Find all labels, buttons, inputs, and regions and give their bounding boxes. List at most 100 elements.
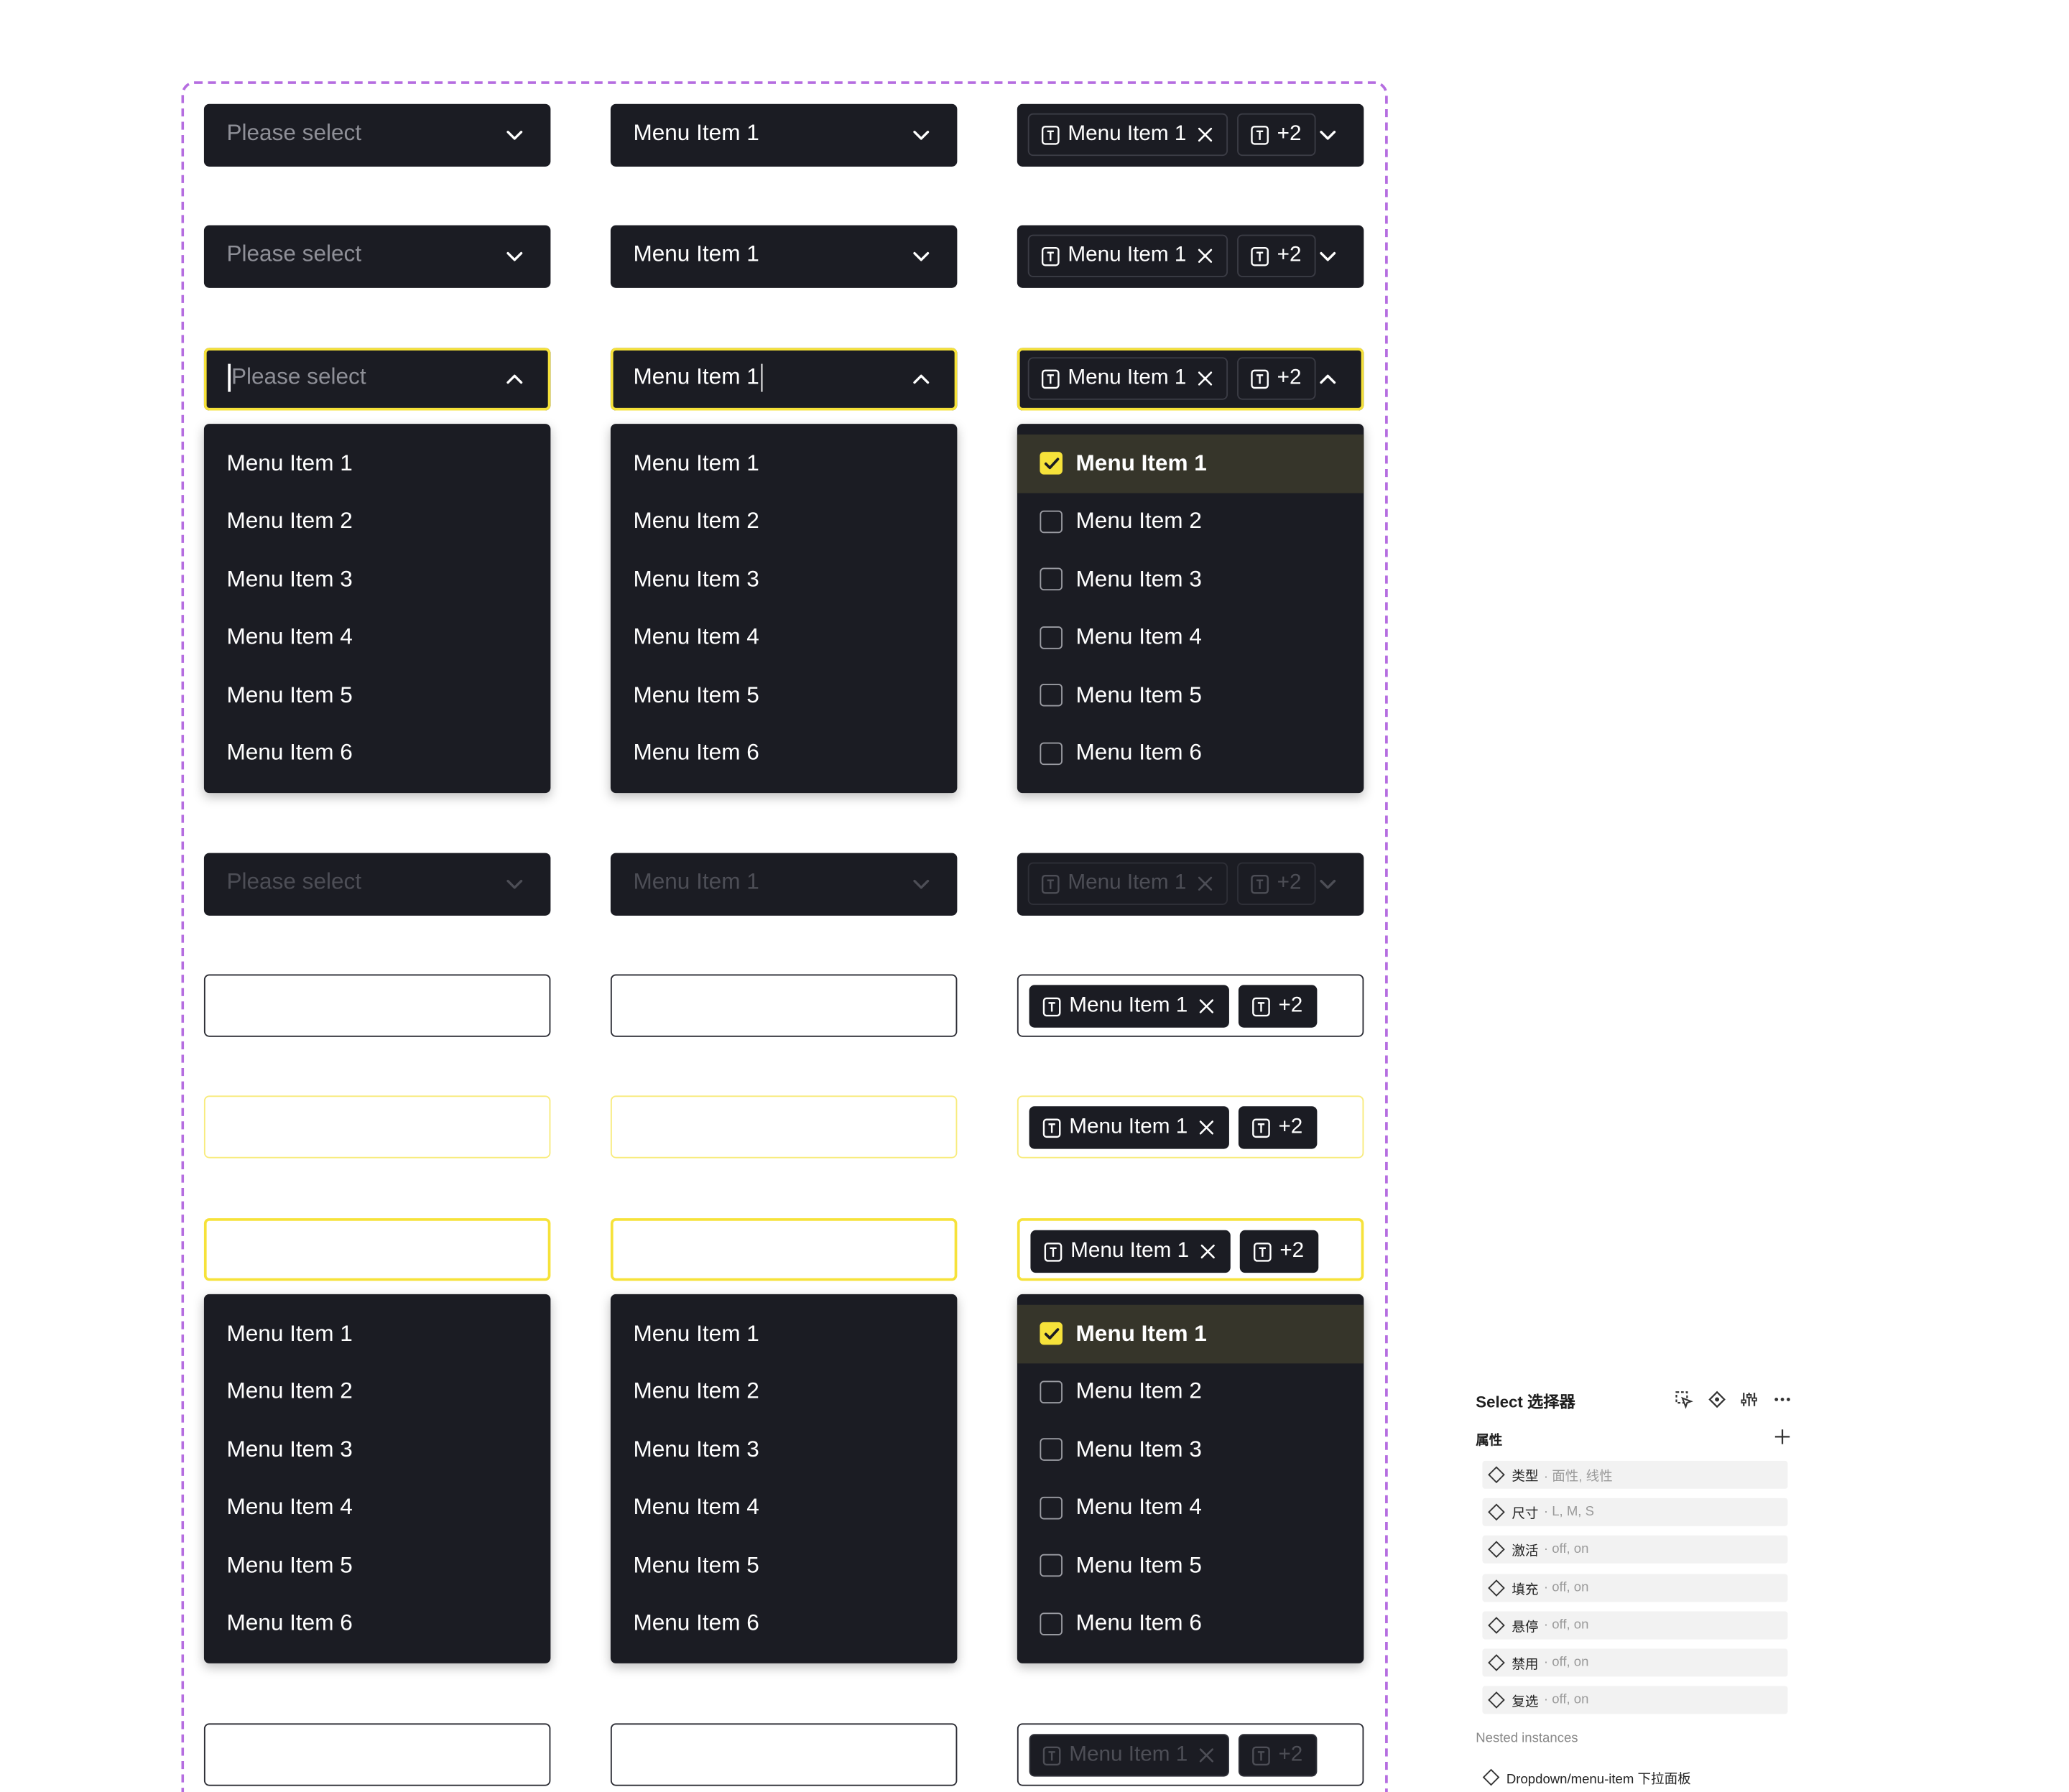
close-icon[interactable] <box>1197 876 1213 891</box>
checkbox-icon[interactable] <box>1040 510 1063 533</box>
property-row[interactable]: 禁用· off, on <box>1482 1648 1788 1677</box>
close-icon[interactable] <box>1198 1747 1214 1763</box>
menu-item[interactable]: Menu Item 4 <box>1017 1479 1364 1537</box>
menu-item[interactable]: Menu Item 1 <box>204 435 550 493</box>
select-multiple-tags-outline-default[interactable]: Menu Item 1+2 <box>1017 974 1364 1037</box>
checkbox-checked-icon[interactable] <box>1040 1322 1063 1345</box>
close-icon[interactable] <box>1197 248 1213 264</box>
menu-item[interactable]: Menu Item 5 <box>611 667 957 725</box>
tag-overflow-chip[interactable]: +2 <box>1238 985 1318 1028</box>
menu-item[interactable]: Menu Item 3 <box>1017 1421 1364 1479</box>
tag-chip[interactable]: Menu Item 1 <box>1030 1230 1231 1273</box>
select-multiple-tags-filled-default[interactable]: Menu Item 1+2 <box>1017 103 1364 167</box>
select-single-placeholder-outline-hover[interactable] <box>203 1095 551 1159</box>
checkbox-icon[interactable] <box>1040 626 1063 649</box>
tag-chip[interactable]: Menu Item 1 <box>1027 113 1228 157</box>
close-icon[interactable] <box>1197 126 1213 142</box>
tag-overflow-chip[interactable]: +2 <box>1239 1230 1319 1273</box>
menu-item[interactable]: Menu Item 6 <box>611 725 957 783</box>
menu-item[interactable]: Menu Item 1 <box>1017 1304 1364 1363</box>
select-single-placeholder-filled-hover[interactable]: Please select <box>203 225 551 288</box>
select-single-placeholder-outline-default[interactable] <box>203 974 551 1037</box>
menu-item[interactable]: Menu Item 5 <box>1017 667 1364 725</box>
menu-item[interactable]: Menu Item 5 <box>1017 1537 1364 1595</box>
text-file-icon <box>1251 246 1269 266</box>
checkbox-icon[interactable] <box>1040 1438 1063 1462</box>
select-single-selected-filled-active[interactable]: Menu Item 1 <box>610 348 958 411</box>
menu-item[interactable]: Menu Item 3 <box>611 1421 957 1479</box>
menu-item[interactable]: Menu Item 1 <box>204 1305 550 1363</box>
property-row[interactable]: 类型· 面性, 线性 <box>1482 1460 1788 1489</box>
menu-item[interactable]: Menu Item 4 <box>204 608 550 667</box>
menu-item[interactable]: Menu Item 3 <box>204 550 550 608</box>
property-row[interactable]: 尺寸· L, M, S <box>1482 1498 1788 1527</box>
checkbox-icon[interactable] <box>1040 742 1063 765</box>
nested-instance-item[interactable]: Dropdown/menu-item 下拉面板 <box>1482 1768 1691 1787</box>
adjust-icon[interactable] <box>1740 1390 1759 1408</box>
property-row[interactable]: 填充· off, on <box>1482 1573 1788 1602</box>
select-single-selected-filled-hover[interactable]: Menu Item 1 <box>610 225 958 288</box>
select-single-placeholder-filled-default[interactable]: Please select <box>203 103 551 167</box>
menu-item[interactable]: Menu Item 2 <box>204 1362 550 1421</box>
select-multiple-tags-outline-active[interactable]: Menu Item 1+2 <box>1017 1218 1364 1281</box>
tag-chip[interactable]: Menu Item 1 <box>1027 234 1228 277</box>
tag-chip[interactable]: Menu Item 1 <box>1029 985 1229 1028</box>
select-multiple-tags-filled-active[interactable]: Menu Item 1+2 <box>1017 348 1364 411</box>
tag-chip[interactable]: Menu Item 1 <box>1027 357 1228 400</box>
menu-item[interactable]: Menu Item 1 <box>1017 434 1364 493</box>
checkbox-icon[interactable] <box>1040 1496 1063 1519</box>
menu-item[interactable]: Menu Item 1 <box>611 1305 957 1363</box>
menu-item[interactable]: Menu Item 6 <box>1017 725 1364 783</box>
tag-overflow-chip[interactable]: +2 <box>1236 234 1316 277</box>
select-single-placeholder-outline-active[interactable] <box>203 1218 551 1281</box>
menu-item[interactable]: Menu Item 2 <box>611 493 957 551</box>
menu-item[interactable]: Menu Item 6 <box>611 1594 957 1653</box>
menu-item[interactable]: Menu Item 3 <box>1017 550 1364 608</box>
menu-item[interactable]: Menu Item 4 <box>611 1479 957 1537</box>
property-row[interactable]: 悬停· off, on <box>1482 1611 1788 1640</box>
menu-item[interactable]: Menu Item 2 <box>1017 493 1364 551</box>
plus-icon[interactable] <box>1773 1427 1792 1446</box>
menu-item[interactable]: Menu Item 5 <box>611 1537 957 1595</box>
menu-item[interactable]: Menu Item 6 <box>1017 1594 1364 1653</box>
close-icon[interactable] <box>1200 1243 1216 1259</box>
select-single-selected-outline-active[interactable] <box>610 1218 958 1281</box>
checkbox-icon[interactable] <box>1040 1380 1063 1403</box>
property-row[interactable]: 激活· off, on <box>1482 1536 1788 1564</box>
select-single-selected-outline-default[interactable] <box>610 974 958 1037</box>
tag-chip[interactable]: Menu Item 1 <box>1029 1106 1229 1149</box>
property-row[interactable]: 复选· off, on <box>1482 1686 1788 1714</box>
component-icon[interactable] <box>1708 1390 1726 1408</box>
checkbox-checked-icon[interactable] <box>1040 452 1063 475</box>
menu-item[interactable]: Menu Item 3 <box>611 550 957 608</box>
menu-item[interactable]: Menu Item 4 <box>611 608 957 667</box>
tag-overflow-chip[interactable]: +2 <box>1238 1106 1318 1149</box>
menu-item[interactable]: Menu Item 2 <box>204 493 550 551</box>
tag-overflow-chip[interactable]: +2 <box>1236 357 1316 400</box>
menu-item[interactable]: Menu Item 6 <box>204 1594 550 1653</box>
select-instance-icon[interactable] <box>1675 1390 1693 1409</box>
menu-item[interactable]: Menu Item 2 <box>611 1362 957 1421</box>
menu-item[interactable]: Menu Item 2 <box>1017 1362 1364 1421</box>
menu-item[interactable]: Menu Item 6 <box>204 725 550 783</box>
select-single-selected-outline-hover[interactable] <box>610 1095 958 1159</box>
checkbox-icon[interactable] <box>1040 684 1063 707</box>
menu-item[interactable]: Menu Item 5 <box>204 1537 550 1595</box>
close-icon[interactable] <box>1197 371 1213 386</box>
tag-overflow-chip[interactable]: +2 <box>1236 113 1316 157</box>
menu-item[interactable]: Menu Item 4 <box>1017 608 1364 667</box>
menu-item[interactable]: Menu Item 3 <box>204 1421 550 1479</box>
select-single-placeholder-filled-active[interactable]: Please select <box>203 348 551 411</box>
more-icon[interactable] <box>1773 1390 1792 1408</box>
menu-item[interactable]: Menu Item 5 <box>204 667 550 725</box>
close-icon[interactable] <box>1198 1120 1214 1136</box>
menu-item[interactable]: Menu Item 1 <box>611 435 957 493</box>
select-multiple-tags-filled-hover[interactable]: Menu Item 1+2 <box>1017 225 1364 288</box>
checkbox-icon[interactable] <box>1040 567 1063 591</box>
select-single-selected-filled-default[interactable]: Menu Item 1 <box>610 103 958 167</box>
checkbox-icon[interactable] <box>1040 1612 1063 1635</box>
close-icon[interactable] <box>1198 998 1214 1014</box>
select-multiple-tags-outline-hover[interactable]: Menu Item 1+2 <box>1017 1095 1364 1159</box>
menu-item[interactable]: Menu Item 4 <box>204 1479 550 1537</box>
checkbox-icon[interactable] <box>1040 1554 1063 1577</box>
